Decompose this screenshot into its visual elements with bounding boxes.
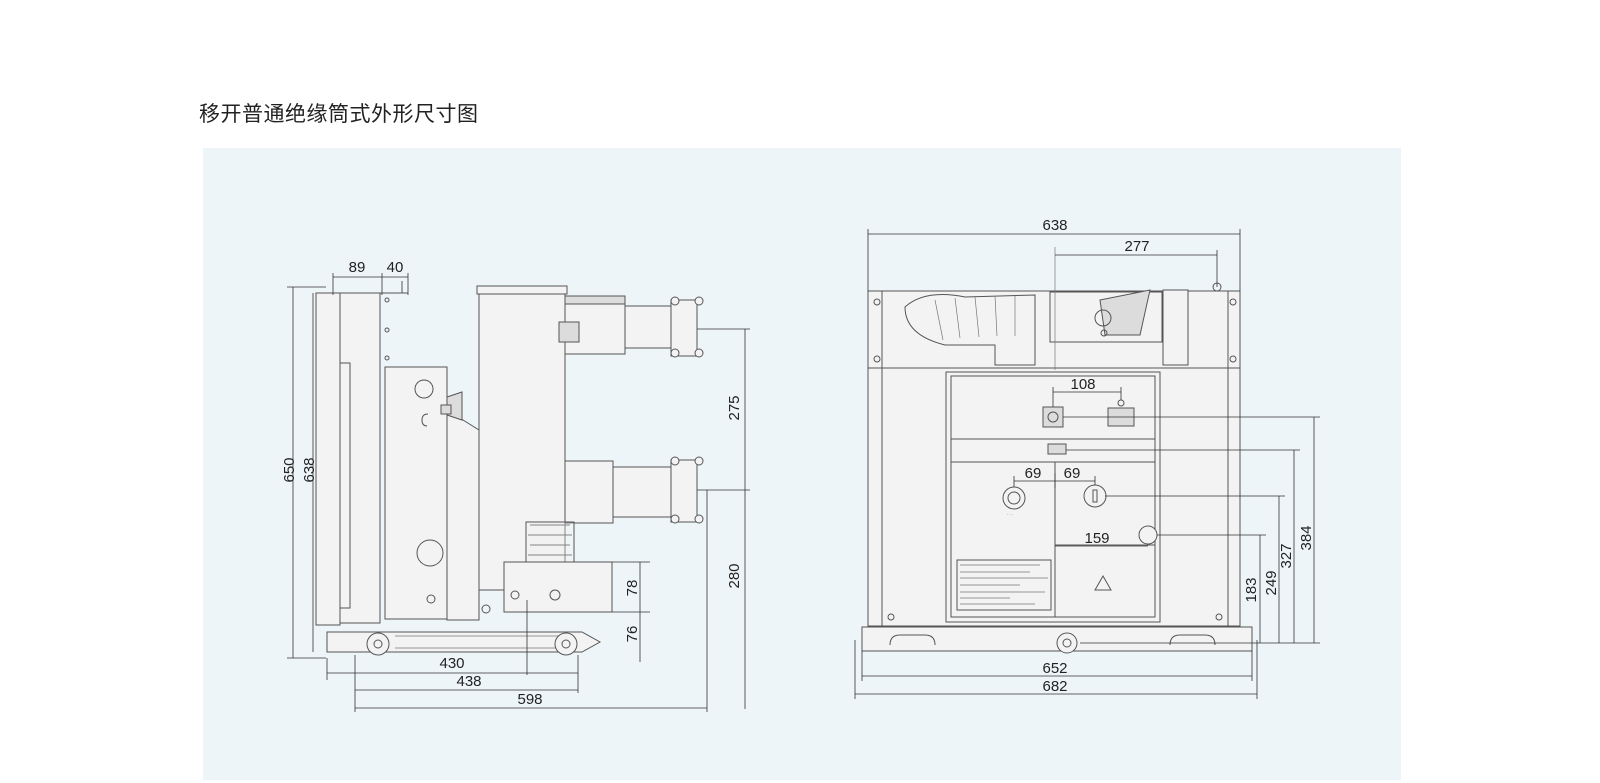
dim-638: 638 [301, 457, 318, 482]
open-button-knob [1083, 484, 1107, 508]
dim-183: 183 [1243, 577, 1260, 602]
side-dimensions [287, 273, 750, 712]
dim-69-left: 69 [1025, 465, 1042, 482]
front-base [861, 626, 1253, 652]
dim-76: 76 [624, 626, 641, 643]
side-view: 89 40 650 638 275 280 78 76 430 438 598 [281, 259, 750, 712]
dim-40: 40 [387, 259, 404, 276]
wheel-rear [366, 632, 390, 656]
dim-598: 598 [517, 691, 542, 708]
page-title: 移开普通绝缘筒式外形尺寸图 [199, 102, 479, 126]
mechanism-box [384, 366, 448, 620]
svg-text:· · ·: · · · [1007, 512, 1013, 517]
chassis [326, 631, 602, 653]
wheel-front [554, 632, 578, 656]
front-wheel [1056, 632, 1078, 654]
dim-682: 682 [1042, 678, 1067, 695]
close-button-knob [1002, 486, 1026, 510]
dim-652: 652 [1042, 660, 1067, 677]
dim-430: 430 [439, 655, 464, 672]
dim-277: 277 [1124, 238, 1149, 255]
dim-280: 280 [726, 563, 743, 588]
dim-159: 159 [1084, 530, 1109, 547]
dim-327: 327 [1278, 543, 1295, 568]
dim-78: 78 [624, 580, 641, 597]
front-dimensions [854, 229, 1320, 699]
rear-frame [315, 292, 341, 626]
dim-249: 249 [1263, 570, 1280, 595]
lower-arm [564, 460, 614, 524]
dim-108: 108 [1070, 376, 1095, 393]
dim-438: 438 [456, 673, 481, 690]
dim-650: 650 [281, 457, 298, 482]
cable-chain [904, 294, 1036, 366]
front-view: · · · [854, 217, 1320, 699]
dim-69-right: 69 [1064, 465, 1081, 482]
dim-89: 89 [349, 259, 366, 276]
dim-384: 384 [1298, 525, 1315, 550]
base-block [503, 561, 613, 613]
dim-638-front: 638 [1042, 217, 1067, 234]
dim-275: 275 [726, 395, 743, 420]
